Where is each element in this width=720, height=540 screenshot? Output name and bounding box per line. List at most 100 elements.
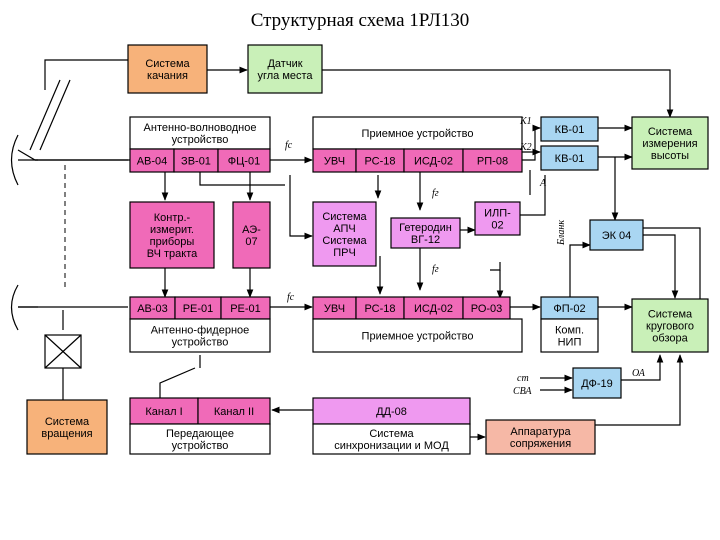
block-dd08-frame (312, 397, 471, 425)
block-av04-line: АВ-04 (137, 156, 168, 168)
block-pe01b-line: РЕ-01 (230, 303, 261, 315)
block-pu-bottom-line: Приемное устройство (362, 331, 474, 343)
block-kv01a: КВ-01 (540, 116, 599, 142)
block-av04: АВ-04 (129, 148, 175, 173)
block-datchik-line: Датчик (267, 58, 302, 70)
block-df19-line: ДФ-19 (581, 378, 612, 390)
block-ilp02-line: ИЛП- (484, 208, 511, 220)
block-fc01-line: ФЦ-01 (228, 156, 260, 168)
block-kv01b-line: КВ-01 (555, 153, 585, 165)
block-sistema-apch-line: Система (322, 211, 367, 223)
label-fg-bottom: fг (432, 264, 439, 275)
label-k1: К1 (519, 116, 532, 127)
block-apparatura-line: сопряжения (510, 438, 571, 450)
block-kontr-line: ВЧ тракта (147, 248, 198, 260)
block-komp-nip-line: НИП (558, 337, 582, 349)
block-kv01a-line: КВ-01 (555, 124, 585, 136)
block-kanal2-frame (197, 397, 271, 425)
block-sistema-izm-line: Система (648, 126, 693, 138)
block-dd08-line: ДД-08 (376, 406, 407, 418)
block-pu-top-frame (312, 116, 523, 150)
block-sistema-izm-line: измерения (642, 138, 697, 150)
block-pu-top: Приемное устройство (312, 116, 523, 150)
block-sistema-sinh-line: Система (369, 428, 414, 440)
block-fc01-frame (217, 148, 271, 173)
block-ilp02-line: 02 (491, 220, 503, 232)
block-rp08-frame (462, 148, 523, 173)
block-ro03-line: РО-03 (471, 303, 503, 315)
block-fp02-line: ФП-02 (553, 303, 585, 315)
label-A: А (539, 178, 547, 189)
block-kv01b: КВ-01 (540, 145, 599, 171)
antenna-bottom-icon (10, 284, 38, 331)
block-sistema-izm-frame (631, 116, 709, 170)
label-fg-top: fг (432, 188, 439, 199)
block-isd02b-line: ИСД-02 (414, 303, 453, 315)
block-kontr-frame (129, 201, 215, 269)
block-geterodin-line: Гетеродин (399, 222, 452, 234)
block-apparatura-frame (485, 419, 596, 455)
block-sistema-izm-line: высоты (651, 150, 689, 162)
block-kontr-line: Контр.- (154, 212, 191, 224)
block-avu-line: Антенно-волноводное (144, 122, 257, 134)
block-datchik-line: угла места (257, 70, 313, 82)
block-kontr-line: приборы (150, 236, 195, 248)
block-df19: ДФ-19 (572, 367, 622, 399)
block-pe01a: РЕ-01 (174, 296, 222, 320)
block-isd02a: ИСД-02 (403, 148, 464, 173)
block-komp-nip-line: Комп. (555, 325, 584, 337)
block-sistema-apch-frame (312, 201, 377, 267)
block-sistema-krug-line: кругового (646, 321, 694, 333)
block-afu-frame (129, 318, 271, 353)
block-sistema-krug-line: Система (648, 309, 693, 321)
label-blank: Бланк (556, 220, 567, 246)
block-ek04-frame (589, 219, 644, 251)
block-ilp02: ИЛП-02 (474, 201, 521, 236)
block-sistema-apch-line: Система (322, 235, 367, 247)
block-pu-bottom-frame (312, 318, 523, 353)
label-k2: К2 (519, 142, 532, 153)
block-ro03: РО-03 (462, 296, 511, 320)
block-rs18b-line: РС-18 (364, 303, 395, 315)
block-uvch2: УВЧ (312, 296, 357, 320)
block-isd02a-line: ИСД-02 (414, 156, 453, 168)
block-sistema-vrash-line: вращения (41, 428, 92, 440)
block-ae07-line: 07 (245, 236, 257, 248)
block-rs18a-line: РС-18 (364, 156, 395, 168)
block-df19-frame (572, 367, 622, 399)
block-sistema-krug-frame (631, 298, 709, 353)
block-zv01: ЗВ-01 (173, 148, 219, 173)
block-fp02: ФП-02 (540, 296, 599, 320)
block-kv01b-frame (540, 145, 599, 171)
block-komp-nip: Комп.НИП (540, 318, 599, 353)
block-ae07-frame (232, 201, 271, 269)
block-av03-line: АВ-03 (137, 303, 168, 315)
block-rs18a: РС-18 (355, 148, 405, 173)
block-rp08: РП-08 (462, 148, 523, 173)
connections (17, 59, 701, 441)
block-kv01a-frame (540, 116, 599, 142)
block-ek04: ЭК 04 (589, 219, 644, 251)
block-sistema-krug-line: обзора (652, 333, 688, 345)
block-sistema-kachaniya-line: качания (147, 70, 188, 82)
block-afu-line: устройство (172, 337, 229, 349)
block-rs18b: РС-18 (355, 296, 405, 320)
block-av03: АВ-03 (129, 296, 176, 320)
block-kanal1-line: Канал I (145, 406, 182, 418)
block-ilp02-frame (474, 201, 521, 236)
block-sistema-apch-line: ПРЧ (333, 247, 356, 259)
block-per-ustr-line: устройство (172, 440, 229, 452)
block-sistema-sinh-frame (312, 423, 471, 455)
block-kanal1: Канал I (129, 397, 199, 425)
block-ae07: АЭ-07 (232, 201, 271, 269)
